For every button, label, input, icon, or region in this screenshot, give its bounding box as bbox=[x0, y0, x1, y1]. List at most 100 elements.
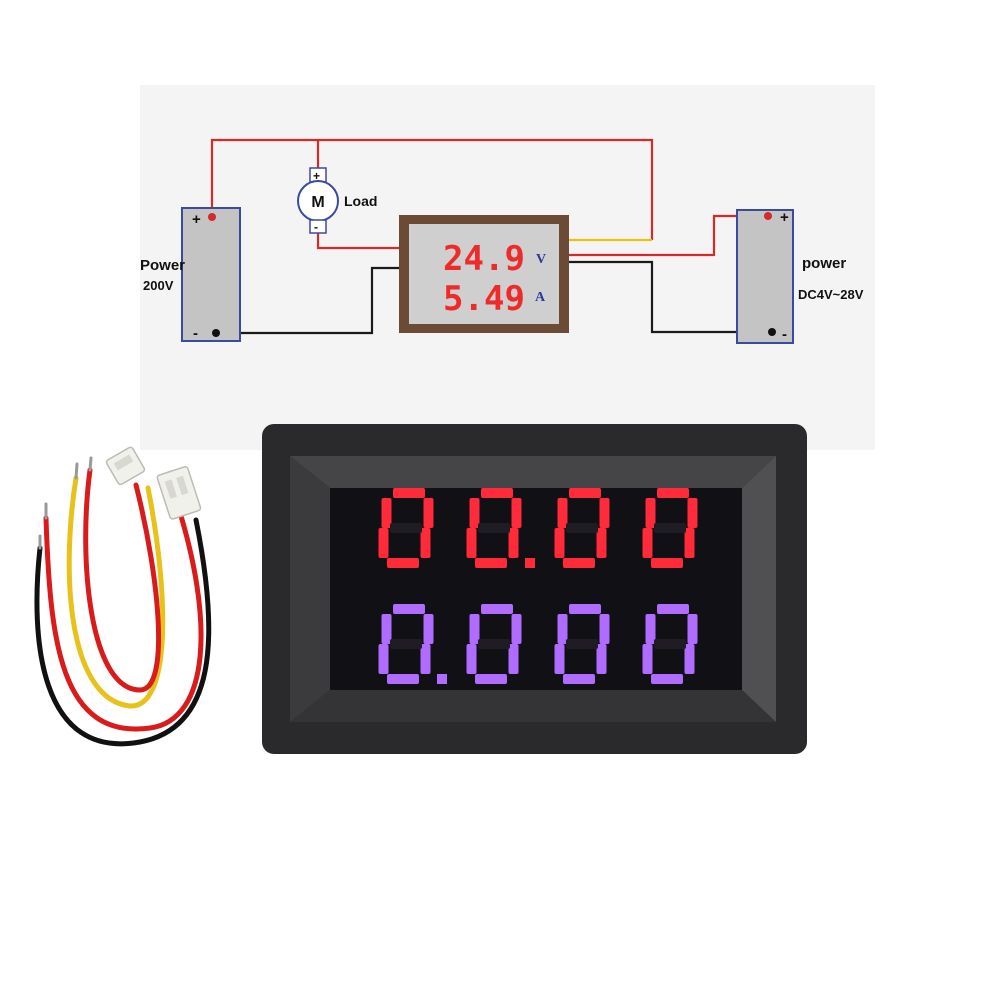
segment-f bbox=[557, 498, 568, 528]
left-positive-terminal bbox=[208, 213, 216, 221]
segment-e bbox=[642, 644, 653, 674]
decimal-point bbox=[437, 674, 447, 684]
digit-0 bbox=[378, 604, 434, 684]
left-negative-terminal bbox=[212, 329, 220, 337]
segment-c bbox=[684, 644, 695, 674]
red-wire-outer bbox=[43, 497, 204, 732]
motor-plus-sign: + bbox=[313, 169, 320, 183]
segment-g bbox=[478, 639, 510, 649]
segment-e bbox=[554, 528, 565, 558]
segment-g bbox=[654, 639, 686, 649]
bezel-right bbox=[742, 456, 776, 722]
meter-product bbox=[262, 424, 807, 754]
segment-e bbox=[378, 644, 389, 674]
segment-c bbox=[596, 528, 607, 558]
red-wire-load bbox=[316, 232, 402, 250]
load-motor: + M - Load bbox=[297, 167, 377, 234]
segment-e bbox=[642, 528, 653, 558]
top-row-display bbox=[378, 488, 698, 568]
segment-b bbox=[687, 614, 698, 644]
bezel-top bbox=[290, 456, 776, 488]
bottom-row-display bbox=[378, 604, 698, 684]
segment-d bbox=[651, 558, 683, 568]
right-power-supply: + - power DC4V~28V bbox=[736, 209, 864, 344]
segment-c bbox=[420, 644, 431, 674]
black-wire-right bbox=[568, 260, 772, 334]
segment-d bbox=[563, 674, 595, 684]
digit-0 bbox=[554, 488, 610, 568]
segment-d bbox=[475, 558, 507, 568]
segment-d bbox=[387, 558, 419, 568]
segment-d bbox=[387, 674, 419, 684]
meter-current-unit: A bbox=[535, 290, 546, 305]
meter-screen bbox=[409, 224, 559, 324]
meter-voltage-reading: 24.9 bbox=[443, 239, 525, 279]
segment-a bbox=[569, 488, 601, 498]
right-negative-terminal bbox=[768, 328, 776, 336]
digit-0 bbox=[378, 488, 434, 568]
digit-0 bbox=[554, 604, 610, 684]
segment-b bbox=[511, 614, 522, 644]
segment-a bbox=[393, 604, 425, 614]
decimal-point bbox=[525, 558, 535, 568]
right-positive-terminal bbox=[764, 212, 772, 220]
connector-2-body bbox=[156, 466, 202, 520]
cable-harness bbox=[34, 446, 212, 747]
segment-f bbox=[469, 498, 480, 528]
motor-symbol: M bbox=[311, 194, 324, 211]
segment-b bbox=[599, 614, 610, 644]
segment-c bbox=[596, 644, 607, 674]
segment-d bbox=[475, 674, 507, 684]
left-power-supply: + - Power 200V bbox=[140, 207, 241, 342]
segment-e bbox=[378, 528, 389, 558]
wiring-diagram: + - Power 200V + M - Load 24.9 5.49 V A bbox=[140, 138, 864, 344]
segment-g bbox=[390, 523, 422, 533]
right-supply-voltage: DC4V~28V bbox=[798, 287, 864, 302]
segment-f bbox=[381, 498, 392, 528]
segment-c bbox=[420, 528, 431, 558]
segment-a bbox=[481, 488, 513, 498]
segment-a bbox=[657, 488, 689, 498]
left-plus-sign: + bbox=[192, 211, 201, 228]
digit-0 bbox=[466, 488, 522, 568]
digit-0 bbox=[642, 604, 698, 684]
motor-bottom-terminal bbox=[309, 219, 327, 234]
segment-f bbox=[645, 614, 656, 644]
segment-d bbox=[563, 558, 595, 568]
right-battery bbox=[736, 209, 794, 344]
left-supply-label: Power bbox=[140, 257, 185, 274]
connector-plug-2 bbox=[156, 466, 202, 520]
segment-a bbox=[657, 604, 689, 614]
right-plus-sign: + bbox=[780, 209, 789, 226]
yellow-wire-tip bbox=[74, 462, 79, 480]
wire-tips bbox=[38, 456, 93, 550]
segment-e bbox=[466, 528, 477, 558]
yellow-wire bbox=[66, 475, 166, 709]
segment-a bbox=[569, 604, 601, 614]
segment-g bbox=[566, 523, 598, 533]
left-battery bbox=[181, 207, 241, 342]
segment-e bbox=[554, 644, 565, 674]
segment-c bbox=[508, 644, 519, 674]
black-wire-left bbox=[217, 266, 402, 335]
segment-b bbox=[599, 498, 610, 528]
digit-0 bbox=[466, 604, 522, 684]
meter-diagram: 24.9 5.49 V A bbox=[399, 215, 569, 333]
segment-b bbox=[511, 498, 522, 528]
wires bbox=[210, 138, 772, 335]
black-wire bbox=[34, 517, 212, 747]
red-wire-inner bbox=[83, 467, 162, 693]
segment-g bbox=[654, 523, 686, 533]
motor-minus-sign: - bbox=[314, 220, 318, 234]
segment-c bbox=[684, 528, 695, 558]
left-minus-sign: - bbox=[193, 325, 198, 342]
segment-g bbox=[390, 639, 422, 649]
segment-b bbox=[687, 498, 698, 528]
segment-c bbox=[508, 528, 519, 558]
segment-e bbox=[466, 644, 477, 674]
load-label: Load bbox=[344, 193, 377, 209]
segment-g bbox=[478, 523, 510, 533]
connector-2-slot-b bbox=[176, 475, 189, 496]
segment-g bbox=[566, 639, 598, 649]
